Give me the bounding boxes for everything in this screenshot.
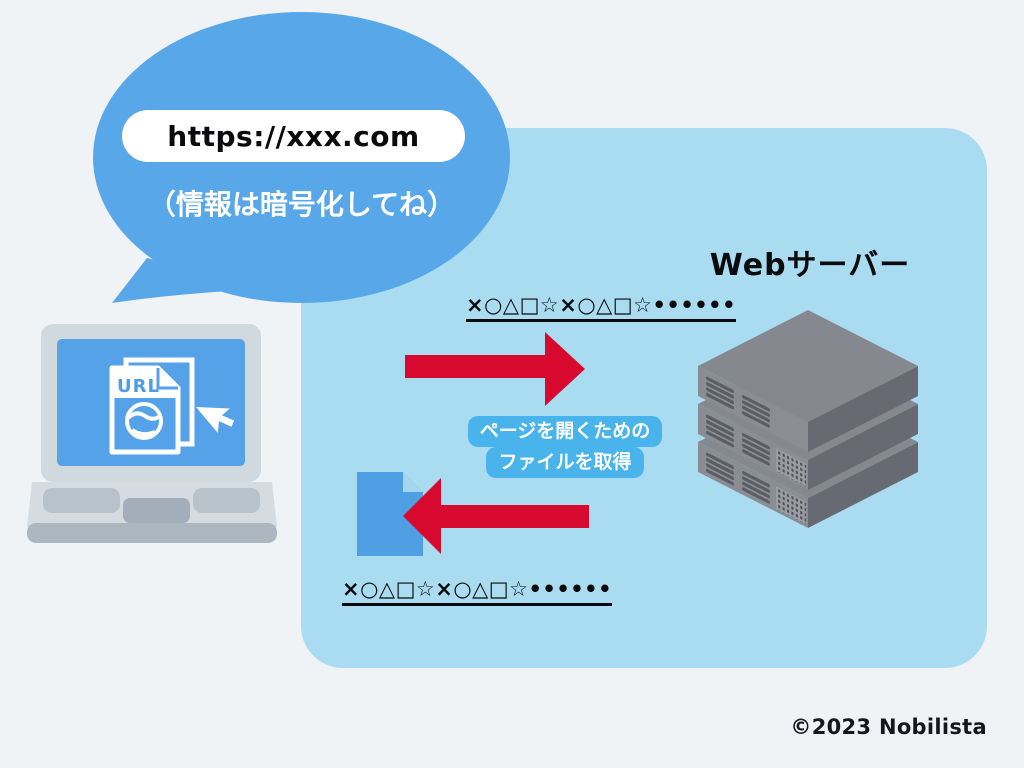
request-arrow-icon xyxy=(405,332,585,406)
page-header-band xyxy=(112,368,178,398)
server-stack-icon xyxy=(698,310,918,528)
keyboard-left xyxy=(43,488,120,513)
copyright-text: ©2023 Nobilista xyxy=(790,715,987,739)
laptop-bottom-edge xyxy=(27,523,277,543)
file-icon xyxy=(357,472,423,556)
encrypted-response-text: ×○△□☆×○△□☆•••••• xyxy=(342,577,613,606)
response-label-line1: ページを開くための xyxy=(467,416,663,447)
response-label-line2: ファイルを取得 xyxy=(486,447,644,478)
globe-icon xyxy=(125,402,163,440)
response-label: ページを開くための ファイルを取得 xyxy=(450,416,680,478)
encryption-note-text: （情報は暗号化してね） xyxy=(147,188,456,221)
speech-bubble-tail xyxy=(112,258,243,303)
encrypted-request-text: ×○△□☆×○△□☆•••••• xyxy=(466,293,737,322)
keyboard-right xyxy=(193,488,260,513)
web-server-label: Webサーバー xyxy=(709,248,911,283)
cursor-icon xyxy=(196,407,235,434)
url-document-icon: URL xyxy=(109,357,195,455)
url-text: https://xxx.com xyxy=(167,119,420,153)
url-doc-label: URL xyxy=(117,376,160,397)
response-arrow-icon xyxy=(403,478,589,554)
trackpad xyxy=(123,498,190,523)
url-pill: https://xxx.com xyxy=(122,110,465,162)
server-unit-top xyxy=(698,310,918,452)
laptop-illustration: URL xyxy=(27,324,277,543)
page-fold xyxy=(156,368,178,390)
